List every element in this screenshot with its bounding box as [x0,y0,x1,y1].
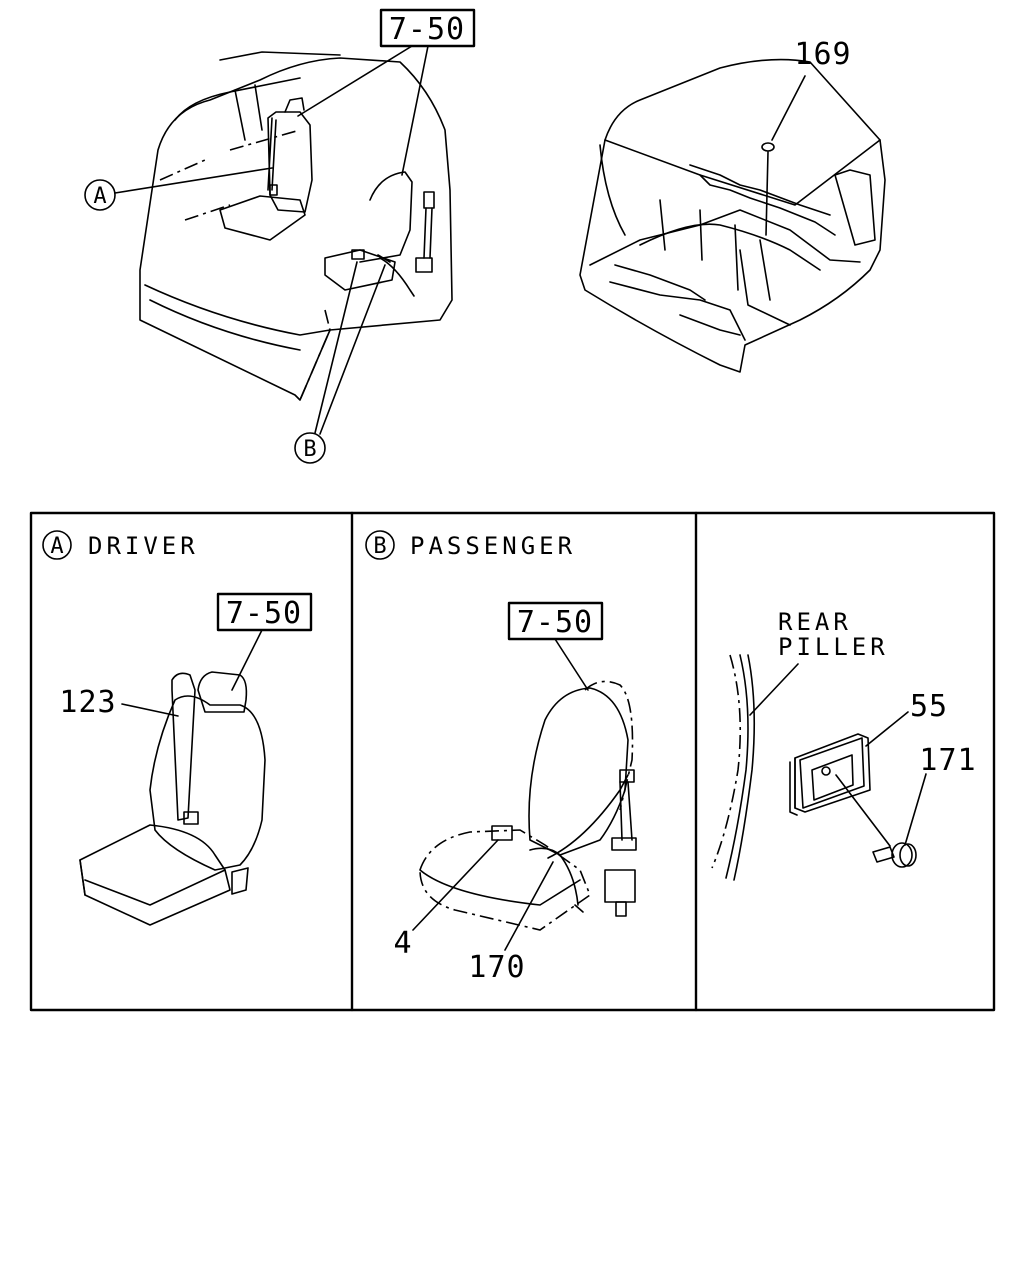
plug-169 [761,142,775,152]
trim-cover-55 [789,733,871,816]
callout-a-circle [84,179,116,211]
driver-ref-box [216,592,313,632]
rear-pillar-label-line2: PILLER [778,633,889,661]
part-171-label: 171 [919,743,976,778]
panel-passenger-title: PASSENGER [410,532,576,560]
part-55-label: 55 [910,689,948,724]
callout-b-label: B [303,437,316,462]
rear-pillar-label-line1: REAR [778,608,852,636]
driver-ref-box-label: 7-50 [226,596,302,631]
panel-driver-title: DRIVER [88,532,199,560]
cab-seats-overview: 7-50 A B [84,8,476,464]
panel-b-circle [365,530,395,560]
panel-a-circle-label: A [50,534,63,559]
clip-171 [835,774,917,868]
callout-a-label: A [93,184,106,209]
cab-floor-overview: 169 [579,37,886,373]
ref-box-label: 7-50 [389,12,465,47]
panel-passenger: B PASSENGER 7-50 4 170 [365,530,637,985]
driver-seat [79,671,266,926]
panel-rear-pillar: REAR PILLER 55 171 [711,608,976,881]
part-170-label: 170 [468,950,525,985]
detail-panels-frame [29,511,996,1012]
panel-b-circle-label: B [373,534,386,559]
callout-b-circle [294,432,326,464]
part-169-label: 169 [794,37,851,72]
part-4-label: 4 [393,926,412,961]
passenger-seat [419,680,637,931]
part-123-label: 123 [59,685,116,720]
panel-a-circle [42,530,72,560]
rear-pillar-outline [711,654,756,881]
passenger-ref-box-label: 7-50 [517,605,593,640]
panel-driver: A DRIVER 7-50 123 [42,530,313,926]
